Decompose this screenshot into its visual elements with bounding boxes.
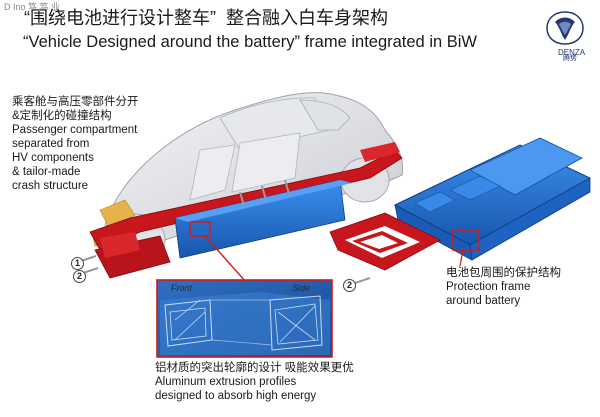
caption-line: crash structure: [12, 179, 139, 193]
caption-aluminum-extrusion: 铝材质的突出轮廓的设计 吸能效果更优 Aluminum extrusion pr…: [155, 361, 354, 403]
caption-line: 电池包周围的保护结构: [446, 266, 561, 280]
marker-2-car: 2: [73, 270, 86, 283]
caption-line: Aluminum extrusion profiles: [155, 375, 354, 389]
caption-line: 铝材质的突出轮廓的设计 吸能效果更优: [155, 361, 354, 375]
marker-2-battery: 2: [343, 279, 356, 292]
caption-line: 乘客舱与高压零部件分开: [12, 95, 139, 109]
caption-passenger-compartment: 乘客舱与高压零部件分开 &定制化的碰撞结构 Passenger compartm…: [12, 95, 139, 193]
marker-1: 1: [71, 257, 84, 270]
detail-label-side: Side: [292, 283, 310, 293]
caption-line: &定制化的碰撞结构: [12, 109, 139, 123]
caption-line: separated from: [12, 137, 139, 151]
caption-line: HV components: [12, 151, 139, 165]
caption-line: & tailor-made: [12, 165, 139, 179]
caption-line: around battery: [446, 294, 561, 308]
caption-protection-frame: 电池包周围的保护结构 Protection frame around batte…: [446, 266, 561, 308]
caption-line: Protection frame: [446, 280, 561, 294]
detail-label-front: Front: [171, 283, 192, 293]
caption-line: designed to absorb high energy: [155, 389, 354, 403]
caption-line: Passenger compartment: [12, 123, 139, 137]
